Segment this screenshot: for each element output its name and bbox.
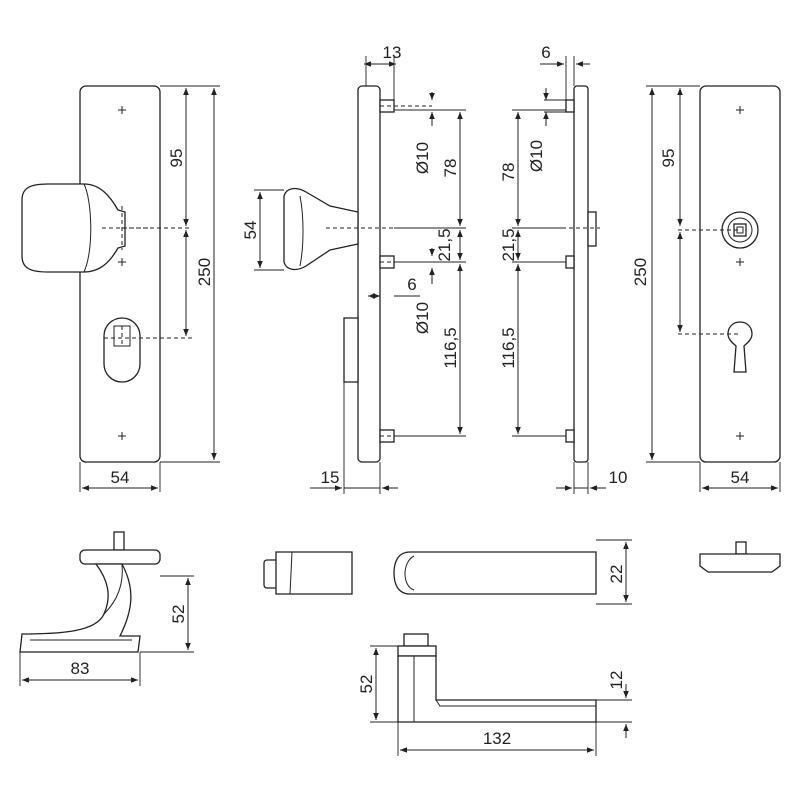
dim-knob-side-83: 83 xyxy=(71,659,90,678)
dim-side-116-5: 116,5 xyxy=(441,327,460,368)
dim-front-left-height: 250 xyxy=(195,258,214,286)
lever-top-view: 22 xyxy=(393,539,632,605)
dim-lever-top-22: 22 xyxy=(607,565,626,584)
dim-side-13: 13 xyxy=(383,43,402,62)
dim-side-6: 6 xyxy=(407,275,416,294)
dim-side-dia10-top: Ø10 xyxy=(413,142,432,174)
dim-front-left-95: 95 xyxy=(167,149,186,168)
dim-front-right-95: 95 xyxy=(659,149,678,168)
dim-inner-21-5: 21,5 xyxy=(499,228,518,261)
dim-side-15: 15 xyxy=(321,468,340,487)
dim-knob-side-52: 52 xyxy=(169,605,188,624)
dim-lever-132: 132 xyxy=(483,729,511,748)
dim-front-right-height: 250 xyxy=(631,258,650,286)
front-plate-left xyxy=(21,85,192,463)
front-left-dimensions: 95 250 54 xyxy=(79,85,220,492)
dim-inner-dia10: Ø10 xyxy=(527,140,546,172)
side-view-knob xyxy=(283,85,466,463)
lever-side-view xyxy=(397,633,597,723)
lever-dimensions: 52 12 132 xyxy=(357,645,632,756)
dim-lever-12: 12 xyxy=(607,671,626,690)
dim-inner-10: 10 xyxy=(609,468,628,487)
dim-side-78: 78 xyxy=(441,159,460,178)
side-inner-dimensions: 6 Ø10 78 21,5 116,5 10 xyxy=(499,43,627,494)
dim-front-right-width: 54 xyxy=(731,468,750,487)
dim-inner-116-5: 116,5 xyxy=(499,327,518,368)
front-plate-right xyxy=(678,85,781,463)
knob-profile-dimensions: 52 83 xyxy=(19,575,194,686)
dim-inner-78: 78 xyxy=(499,163,518,182)
dim-side-21-5: 21,5 xyxy=(435,228,454,261)
side-view-inner xyxy=(520,85,600,463)
dim-inner-6: 6 xyxy=(541,43,550,62)
dim-knob-height: 54 xyxy=(241,221,260,240)
dim-side-dia10-bottom: Ø10 xyxy=(413,302,432,334)
front-right-dimensions: 95 250 54 xyxy=(631,85,781,492)
dim-front-left-width: 54 xyxy=(111,468,130,487)
knob-profile-side xyxy=(19,531,161,653)
side-knob-dimensions: 13 54 Ø10 78 21,5 6 Ø10 116,5 15 xyxy=(241,43,466,494)
knob-cap-top xyxy=(263,551,353,595)
dim-lever-52: 52 xyxy=(357,675,376,694)
rose-side-small xyxy=(699,541,781,573)
